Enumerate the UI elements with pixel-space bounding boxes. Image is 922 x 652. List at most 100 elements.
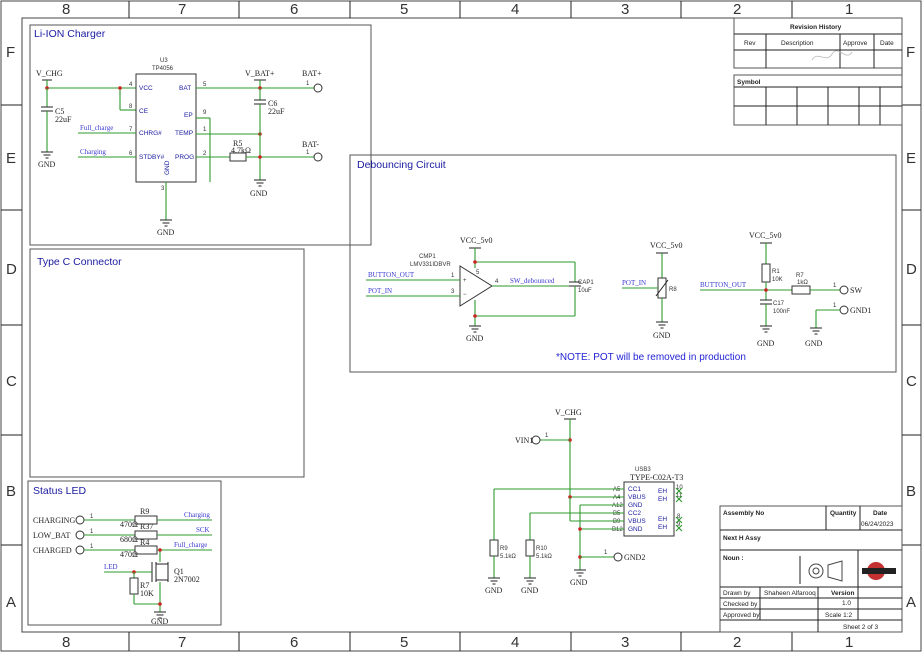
vcc-label: VCC_5v0 [749,231,781,240]
block-type-c [29,248,305,478]
net-label: Full_charge [174,541,207,549]
svg-text:1: 1 [545,433,549,439]
row-label-left: B [6,483,16,500]
usb-pin: GND [628,502,643,509]
col-label-bottom: 6 [290,634,298,651]
net-vchg: V_CHG [36,69,63,78]
res-ref: R9 [140,507,149,516]
row-label-left: F [6,44,15,61]
col-label-top: 3 [621,1,629,18]
usb-circuit: V_CHG 1 VIN1 USB3 TYPE-C02A-T3 CC1 VBUS … [485,408,683,595]
r5-ref: R5 [233,139,242,148]
c6-value: 22uF [268,107,285,116]
pin-name: BAT [179,85,191,92]
col-label-bottom: 1 [845,634,853,651]
res-ref: R4 [140,538,149,547]
svg-text:1: 1 [833,283,837,289]
col-label-top: 7 [178,1,186,18]
block-title: Type C Connector [37,256,122,268]
conn-label: LOW_BAT [33,531,70,540]
col-label-top: 6 [290,1,298,18]
col-label-top: 4 [511,1,519,18]
usb-part: TYPE-C02A-T3 [630,473,683,482]
bat-neg-label: BAT- [302,140,319,149]
cap1-value: 10uF [578,288,592,294]
usb-pin-num: A4 [613,495,621,501]
gnd-label: GND [151,617,169,626]
svg-text:1: 1 [90,544,94,550]
col-label-bottom: 3 [621,634,629,651]
vcc-label: VCC_5v0 [650,241,682,250]
rev-col: Date [880,40,894,47]
svg-text:5: 5 [476,270,480,276]
net-sw-debounced: SW_debounced [510,277,555,285]
col-label-top: 2 [733,1,741,18]
gnd-label: GND [757,339,775,348]
col-label-bottom: 5 [400,634,408,651]
opamp-ref: CMP1 [419,254,436,260]
title-block: Assembly No Quantity Date 06/24/2023 Nex… [719,505,903,633]
pin-name: CE [139,108,149,115]
approved-label: Approved by [723,612,760,619]
noun: Noun : [723,555,744,562]
gnd-label: GND [653,331,671,340]
debounce-circuit: VCC_5v0 CMP1 LMV331IDBVR + − BUTTON_OUT … [366,231,871,363]
svg-text:3: 3 [451,289,455,295]
status-led-circuit: CHARGING R9 470Ω Charging LOW_BAT R37 68… [33,507,212,626]
net-button-out: BUTTON_OUT [700,281,747,289]
svg-text:1: 1 [90,529,94,535]
pin-num: 9 [203,110,207,116]
row-label-right: E [906,150,916,167]
pin-num: 6 [129,151,133,157]
net-label: Charging [184,511,210,519]
pin-num: 3 [161,186,165,192]
signature-mark [811,50,853,61]
r9-ref: R9 [500,546,508,552]
r9-value: 5.1kΩ [500,554,516,560]
usb-pin: GND [628,526,643,533]
vchg-label: V_CHG [555,408,582,417]
symbol-title: Symbol [737,79,761,86]
usb-pin-num: B5 [613,511,621,517]
usb-pin: EH [658,488,667,495]
vin-label: VIN1 [515,436,533,445]
gnd-label: GND [570,578,588,587]
pin-name: CHRG# [139,130,162,137]
row-label-left: E [6,150,16,167]
c17-ref: C17 [773,301,785,307]
gnd2-label: GND2 [624,553,645,562]
pin-num: 5 [203,82,207,88]
conn-label: CHARGED [33,546,72,555]
r7-value: 1kΩ [797,280,808,286]
charger-circuit: V_CHG C5 22uF GND U3 TP4056 VCC CE CHRG#… [36,58,323,237]
usb-pin-num: B12 [612,527,623,533]
sheet: Sheet 2 of 3 [843,624,878,631]
row-label-right: A [906,594,916,611]
pin-num: 8 [129,104,133,110]
svg-text:1: 1 [451,273,455,279]
block-title: Li-ION Charger [34,28,106,40]
usb-pin-num: B9 [613,519,621,525]
row-label-right: B [906,483,916,500]
gnd1-label: GND1 [850,306,871,315]
gnd-label: GND [805,339,823,348]
pin-name: GND [164,160,171,175]
net-label: SCK [196,526,210,534]
pin-name: VCC [139,85,153,92]
c5-ref: C5 [55,107,64,116]
col-label-top: 8 [62,1,70,18]
gnd-label: GND [485,586,503,595]
pin-name: PROG [175,154,194,161]
res-value: 470Ω [120,550,138,559]
opamp-part: LMV331IDBVR [410,262,451,268]
net-charging: Charging [80,148,106,156]
usb-pin-num: 10 [676,485,683,491]
version-value: 1.0 [842,600,851,607]
usb-pin: EH [658,496,667,503]
gnd-label: GND [38,160,56,169]
svg-text:1: 1 [90,514,94,520]
date-value: 06/24/2023 [861,521,894,528]
r7-ref: R7 [140,581,149,590]
drawn-by: Shaheen Alfarooq [764,590,816,597]
sw-label: SW [850,286,862,295]
